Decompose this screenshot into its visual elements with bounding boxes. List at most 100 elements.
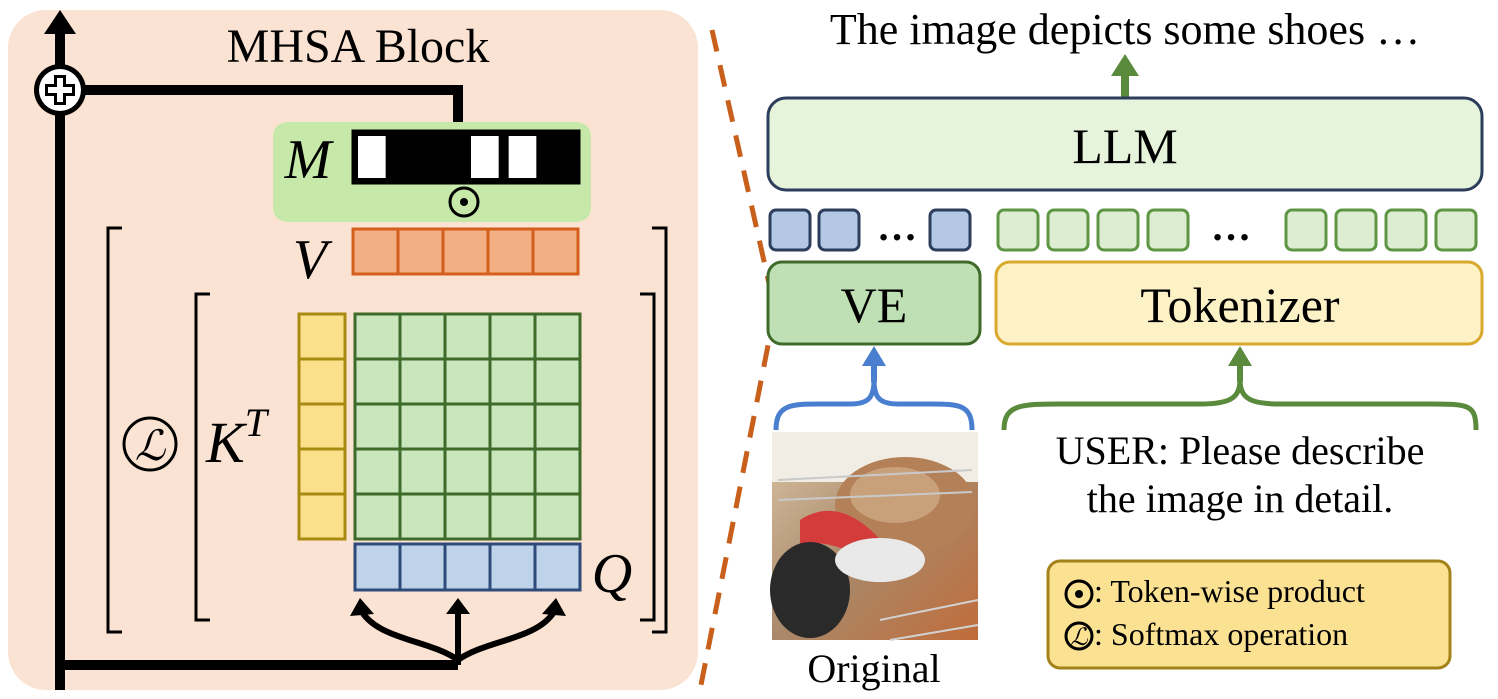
mhsa-block: MHSA Block M V	[8, 10, 698, 690]
mask-label: M	[284, 129, 335, 191]
legend-softmax: : Softmax operation	[1094, 616, 1348, 652]
tokenizer-label: Tokenizer	[1140, 277, 1340, 333]
text-token	[1384, 208, 1428, 252]
text-token	[1284, 208, 1328, 252]
attention-cell	[398, 492, 447, 541]
original-image	[770, 432, 979, 641]
query-token	[533, 542, 582, 592]
legend-softmax-icon: ℒ	[1064, 621, 1094, 651]
llm-label: LLM	[1072, 118, 1178, 174]
attention-cell	[398, 357, 447, 406]
visual-tokens	[768, 208, 972, 252]
text-token	[996, 208, 1040, 252]
query-token	[443, 542, 492, 592]
attention-cell	[488, 447, 537, 496]
attention-cell	[533, 312, 582, 361]
tokenizer-box	[994, 260, 1484, 346]
llm-box	[766, 96, 1484, 192]
value-token	[396, 227, 445, 276]
key-token	[297, 312, 347, 361]
token-product-icon	[448, 186, 480, 218]
svg-text:ℒ: ℒ	[135, 424, 166, 470]
key-token	[297, 402, 347, 451]
text-token	[1434, 208, 1478, 252]
inner-bracket-left	[194, 292, 210, 622]
mask-cell	[358, 136, 386, 178]
block-output-line	[85, 85, 463, 122]
key-token	[297, 492, 347, 541]
value-token	[441, 227, 490, 276]
text-token	[1334, 208, 1378, 252]
visual-token	[928, 208, 972, 252]
attention-cell	[443, 447, 492, 496]
legend-token-product-icon	[1064, 579, 1094, 609]
attention-cell	[398, 402, 447, 451]
outer-bracket-right	[652, 226, 668, 634]
mask-frame	[351, 129, 581, 185]
image-brace	[773, 379, 975, 431]
add-icon	[34, 64, 86, 116]
image-caption: Original	[807, 646, 940, 691]
text-token	[1096, 208, 1140, 252]
mask-vector	[351, 129, 581, 185]
attention-cell	[488, 402, 537, 451]
output-text: The image depicts some shoes …	[830, 5, 1420, 54]
outer-bracket-left	[106, 226, 122, 634]
attention-cell	[443, 357, 492, 406]
attention-cell	[443, 492, 492, 541]
value-label: V	[293, 229, 333, 291]
qkv-arrows	[350, 598, 566, 665]
query-token	[488, 542, 537, 592]
attention-cell	[398, 447, 447, 496]
attention-cell	[533, 447, 582, 496]
text-token	[1046, 208, 1090, 252]
attention-cell	[398, 312, 447, 361]
key-vector	[297, 312, 347, 541]
user-prompt-line2: the image in detail.	[1087, 476, 1394, 521]
legend-token-product: : Token-wise product	[1094, 573, 1365, 609]
legend-box	[1046, 559, 1452, 670]
query-label: Q	[592, 543, 632, 605]
query-vector	[353, 542, 582, 592]
svg-text:ℒ: ℒ	[1070, 625, 1088, 651]
inner-bracket-right	[640, 292, 656, 622]
visual-token	[817, 208, 861, 252]
output-arrowhead	[44, 10, 76, 34]
text-token	[1146, 208, 1190, 252]
zoom-connector-line	[697, 29, 778, 691]
visual-token	[768, 208, 812, 252]
attention-matrix	[353, 312, 582, 541]
mhsa-title: MHSA Block	[227, 20, 490, 73]
attention-cell	[353, 402, 402, 451]
key-label: KT	[205, 400, 270, 475]
attention-cell	[488, 312, 537, 361]
tokenizer-input-arrowhead	[1228, 346, 1252, 366]
attention-cell	[488, 492, 537, 541]
prompt-brace	[1001, 379, 1479, 431]
attention-cell	[443, 312, 492, 361]
value-vector	[351, 227, 580, 276]
softmax-icon: ℒ	[122, 416, 178, 472]
llm-output-arrowhead	[1111, 54, 1139, 76]
value-token	[351, 227, 400, 276]
attention-cell	[533, 492, 582, 541]
vlm-pipeline: The image depicts some shoes … LLM … … V…	[766, 5, 1484, 691]
user-prompt-line1: USER: Please describe	[1056, 428, 1425, 473]
mask-cell	[508, 136, 537, 178]
key-token	[297, 447, 347, 496]
text-tokens-ellipsis: …	[1211, 204, 1251, 249]
value-token	[531, 227, 580, 276]
query-token	[353, 542, 402, 592]
visual-tokens-ellipsis: …	[877, 204, 917, 249]
attention-cell	[353, 357, 402, 406]
text-tokens	[996, 208, 1478, 252]
attention-cell	[533, 402, 582, 451]
attention-cell	[488, 357, 537, 406]
attention-cell	[353, 492, 402, 541]
key-token	[297, 357, 347, 406]
attention-cell	[443, 402, 492, 451]
ve-input-arrowhead	[862, 346, 886, 366]
ve-box	[766, 260, 982, 346]
attention-cell	[533, 357, 582, 406]
